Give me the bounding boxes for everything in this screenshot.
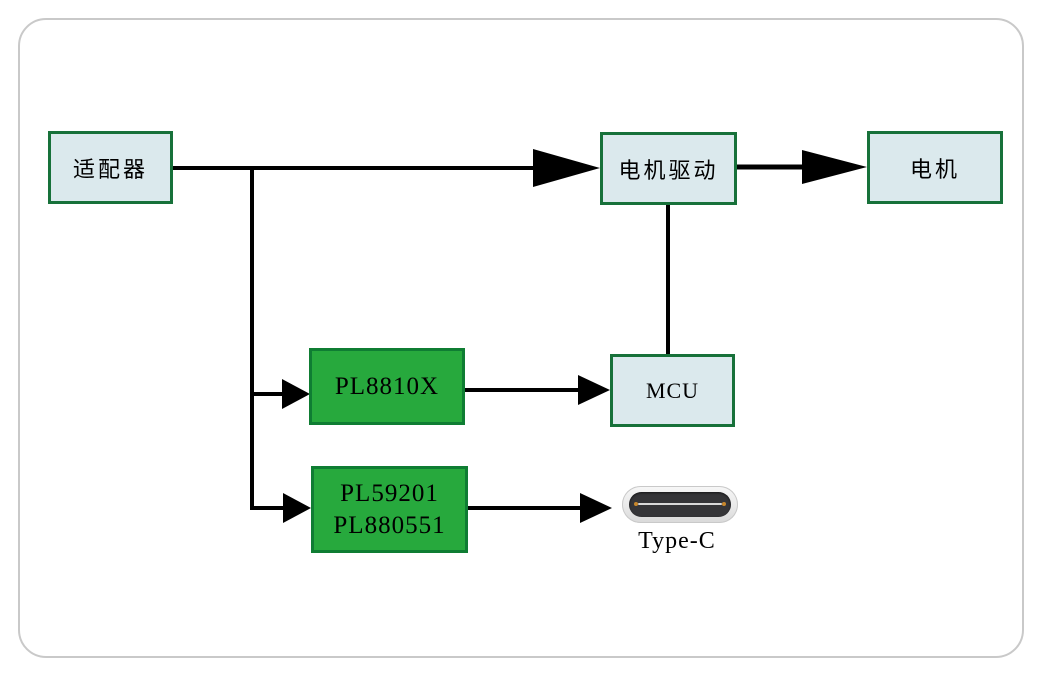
node-pl-combo-label-line2: PL880551: [333, 511, 446, 539]
node-pl-combo: PL59201 PL880551: [311, 466, 468, 553]
type-c-pin-left: [634, 502, 638, 506]
node-motor-driver-label: 电机驱动: [618, 157, 719, 183]
node-mcu-label: MCU: [645, 377, 700, 403]
type-c-cavity: [629, 492, 731, 517]
node-pl-combo-label-line1: PL59201: [340, 480, 439, 508]
node-adapter-label: 适配器: [72, 156, 148, 182]
node-motor-driver: 电机驱动: [600, 132, 737, 205]
node-adapter: 适配器: [48, 131, 173, 204]
node-pl8810x: PL8810X: [309, 348, 465, 425]
node-mcu: MCU: [610, 354, 735, 427]
type-c-connector-icon: [622, 486, 738, 523]
node-motor: 电机: [867, 131, 1003, 204]
type-c-pin-right: [722, 502, 726, 506]
type-c-label: Type-C: [638, 528, 716, 554]
node-pl8810x-label: PL8810X: [334, 372, 440, 400]
diagram-frame: [18, 18, 1024, 658]
node-motor-label: 电机: [909, 156, 960, 182]
type-c-tongue: [638, 503, 722, 505]
